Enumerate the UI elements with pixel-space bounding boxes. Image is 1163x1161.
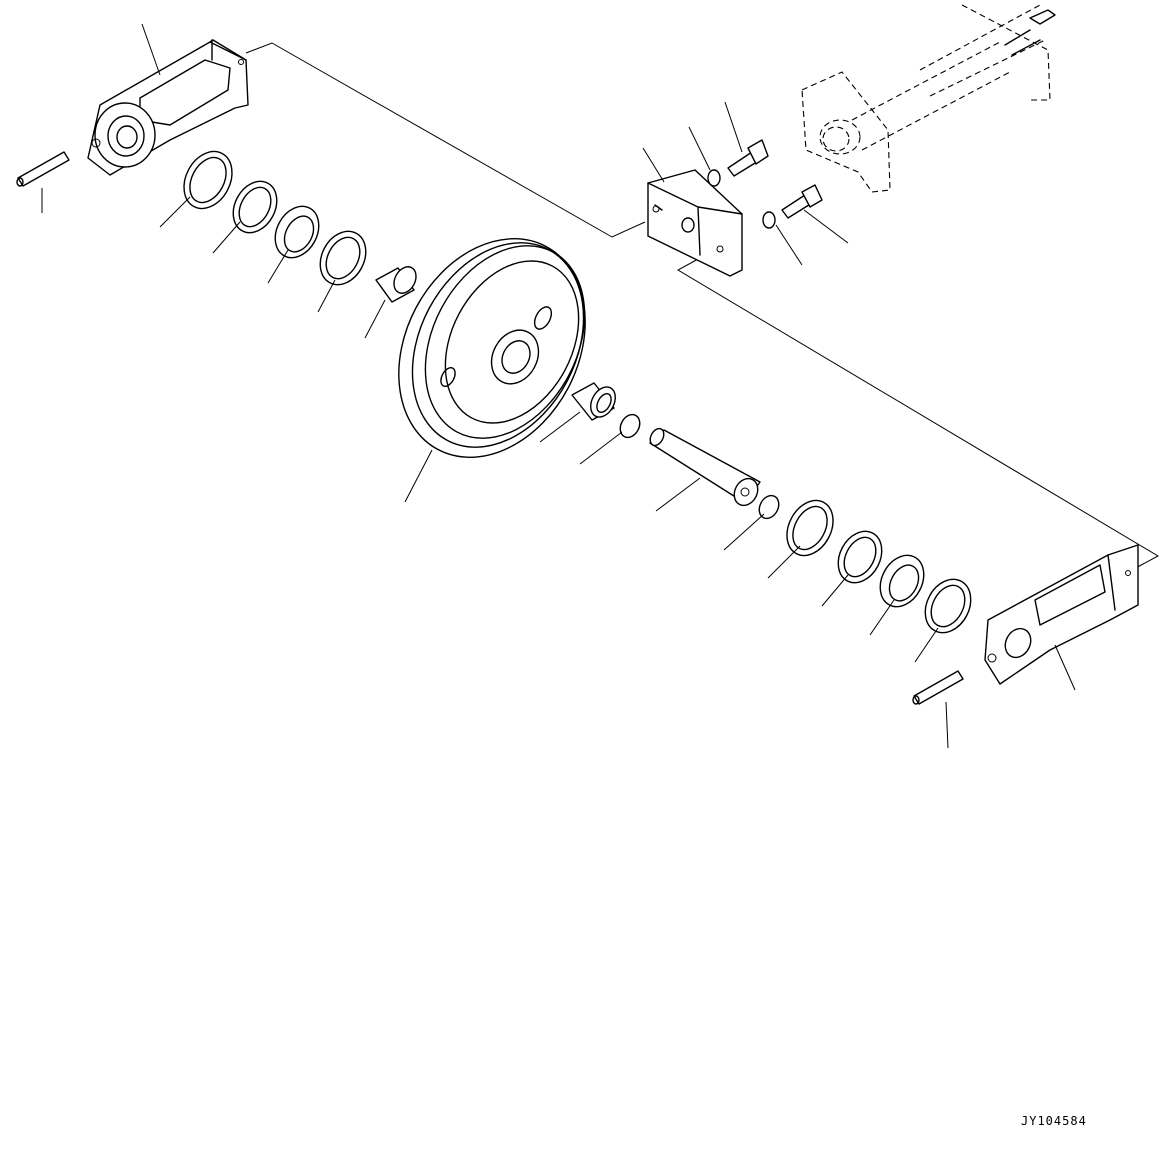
drawing-code: JY104584 bbox=[1021, 1114, 1087, 1128]
recoil-spring-phantom bbox=[801, 4, 1056, 193]
leader-lines bbox=[41, 23, 1076, 749]
right-yoke bbox=[984, 544, 1139, 685]
left-seal-set bbox=[183, 150, 417, 303]
assembly-lines bbox=[245, 42, 1160, 572]
left-pin bbox=[16, 151, 70, 187]
o-rings bbox=[619, 413, 780, 520]
right-seal-set bbox=[786, 499, 972, 634]
right-pin bbox=[912, 670, 964, 705]
bolts-and-washers bbox=[707, 139, 823, 229]
idler-wheel bbox=[398, 238, 586, 458]
left-yoke bbox=[87, 39, 249, 176]
right-bushing bbox=[571, 382, 616, 421]
idler-shaft bbox=[649, 427, 761, 507]
support-plate bbox=[647, 169, 743, 277]
